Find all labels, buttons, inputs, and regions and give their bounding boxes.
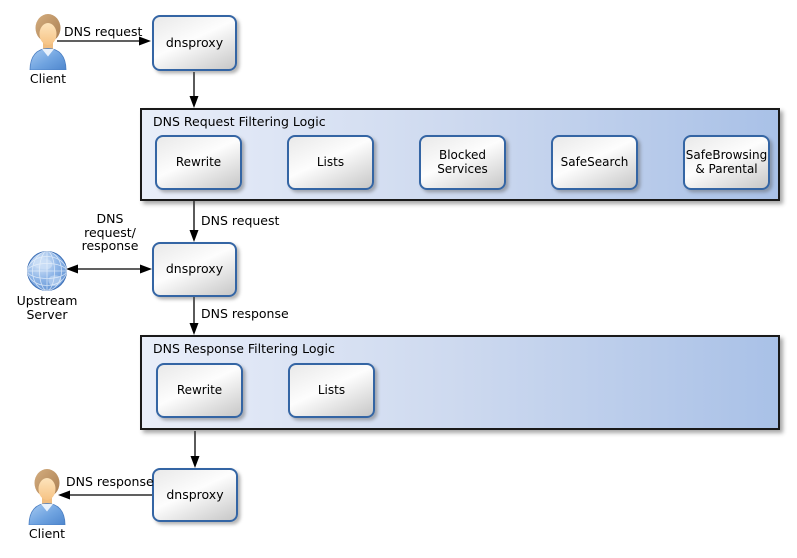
- response-node-rewrite: Rewrite: [156, 363, 243, 418]
- edge-dnsproxy-top-to-request-logic: [189, 72, 199, 108]
- dnsproxy-middle-label: dnsproxy: [165, 261, 224, 277]
- edge-label-client-request: DNS request: [64, 24, 143, 39]
- request-node-lists-label: Lists: [316, 154, 345, 169]
- actor-client-top: Client: [23, 12, 73, 86]
- client-top-label: Client: [29, 71, 67, 86]
- request-node-safebrowsing-parental: SafeBrowsing & Parental: [683, 135, 770, 190]
- edge-label-upstream-exchange: DNS request/ response: [81, 211, 139, 253]
- person-icon: [28, 469, 66, 525]
- edge-label-filtered-request: DNS request: [201, 213, 280, 228]
- response-filtering-title: DNS Response Filtering Logic: [153, 341, 335, 356]
- request-filtering-title: DNS Request Filtering Logic: [153, 114, 326, 129]
- request-node-safebrowsing-parental-label: SafeBrowsing & Parental: [685, 147, 768, 176]
- response-node-lists-label: Lists: [317, 382, 346, 397]
- edge-dnsproxy-middle-to-response-logic: [189, 297, 199, 335]
- actor-upstream-server: Upstream Server: [16, 250, 78, 322]
- request-node-blocked-services: Blocked Services: [419, 135, 506, 190]
- client-bottom-label: Client: [28, 526, 66, 541]
- edge-dnsproxy-bottom-to-client: [58, 490, 152, 500]
- request-node-lists: Lists: [287, 135, 374, 190]
- request-node-rewrite-label: Rewrite: [175, 154, 222, 169]
- request-node-safesearch-label: SafeSearch: [560, 154, 629, 169]
- request-filtering-container: DNS Request Filtering Logic Rewrite List…: [140, 108, 780, 201]
- response-node-lists: Lists: [288, 363, 375, 418]
- edge-request-logic-to-dnsproxy-middle: [189, 201, 199, 242]
- edge-upstream-dnsproxy-bidirectional: [66, 264, 152, 274]
- upstream-server-label: Upstream Server: [16, 293, 78, 322]
- dnsproxy-box-top: dnsproxy: [152, 15, 237, 71]
- globe-icon: [27, 251, 67, 291]
- edge-response-logic-to-dnsproxy-bottom: [190, 431, 200, 468]
- response-node-rewrite-label: Rewrite: [176, 382, 223, 397]
- dnsproxy-top-label: dnsproxy: [165, 34, 224, 50]
- response-filtering-container: DNS Response Filtering Logic Rewrite Lis…: [140, 335, 780, 430]
- request-node-rewrite: Rewrite: [155, 135, 242, 190]
- dnsproxy-box-middle: dnsproxy: [152, 242, 237, 297]
- dnsproxy-bottom-label: dnsproxy: [166, 486, 224, 502]
- request-node-blocked-services-label: Blocked Services: [437, 147, 488, 176]
- edge-label-client-response: DNS response: [66, 474, 154, 489]
- actor-client-bottom: Client: [22, 467, 72, 541]
- dnsproxy-box-bottom: dnsproxy: [152, 468, 238, 522]
- edge-label-proxy-response: DNS response: [201, 306, 289, 321]
- person-icon: [29, 14, 67, 70]
- request-node-safesearch: SafeSearch: [551, 135, 638, 190]
